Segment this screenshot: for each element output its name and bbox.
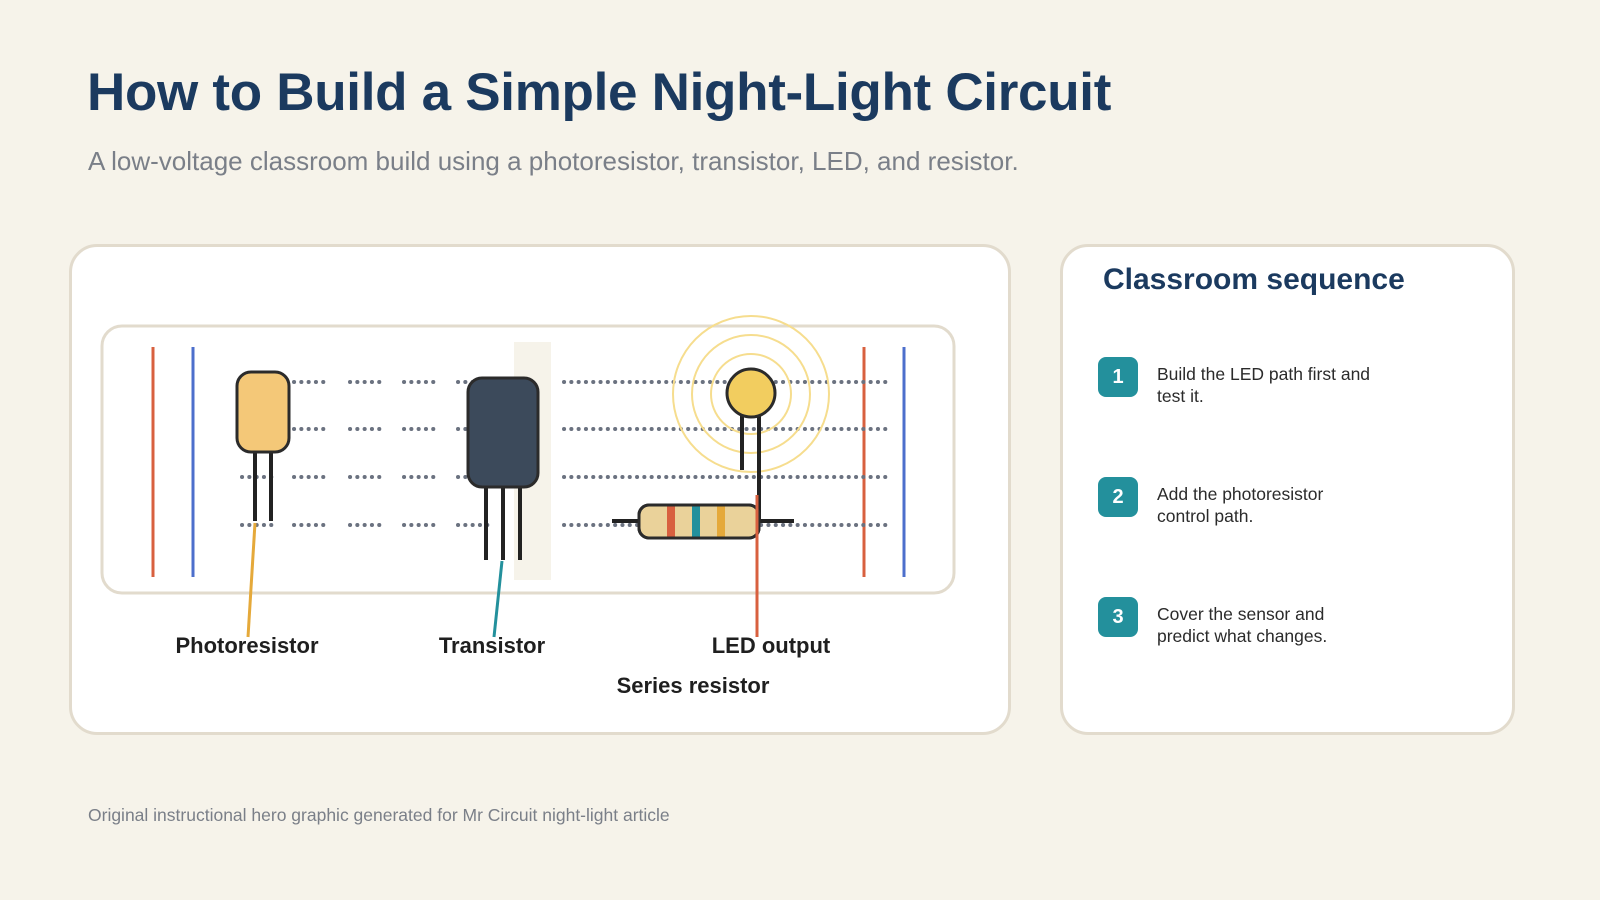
sequence-title: Classroom sequence xyxy=(1103,263,1405,296)
photoresistor-body xyxy=(235,370,291,454)
transistor-label: Transistor xyxy=(439,633,546,658)
resistor-band-2 xyxy=(692,505,700,538)
footer-caption: Original instructional hero graphic gene… xyxy=(88,805,670,825)
series-resistor-label: Series resistor xyxy=(617,673,770,698)
led xyxy=(725,367,777,520)
led-glow xyxy=(672,315,830,473)
transistor-leader-line xyxy=(492,560,504,638)
resistor-band-1 xyxy=(667,505,675,538)
step-number-badge: 1 xyxy=(1098,357,1138,397)
page-subtitle: A low-voltage classroom build using a ph… xyxy=(88,146,1019,176)
photoresistor xyxy=(235,370,291,521)
step-text: Add the photoresistor control path. xyxy=(1157,484,1324,526)
led-bulb xyxy=(725,367,777,419)
transistor xyxy=(466,376,540,560)
page-title: How to Build a Simple Night-Light Circui… xyxy=(87,63,1112,122)
classroom-sequence-card: Classroom sequence 1 Build the LED path … xyxy=(1060,244,1515,735)
step-text: Cover the sensor and predict what change… xyxy=(1157,604,1328,646)
transistor-body xyxy=(466,376,540,489)
photoresistor-label: Photoresistor xyxy=(175,633,318,658)
breadboard-diagram: Photoresistor Transistor LED output Seri… xyxy=(100,315,956,698)
sequence-step-3: 3 Cover the sensor and predict what chan… xyxy=(1098,597,1498,657)
sequence-step-2: 2 Add the photoresistor control path. xyxy=(1098,477,1498,537)
resistor-band-3 xyxy=(717,505,725,538)
series-resistor xyxy=(612,503,794,540)
step-number-badge: 3 xyxy=(1098,597,1138,637)
step-text: Build the LED path first and test it. xyxy=(1157,364,1371,406)
photoresistor-leader-line xyxy=(246,522,257,638)
led-output-label: LED output xyxy=(712,633,831,658)
circuit-diagram-card: Photoresistor Transistor LED output Seri… xyxy=(69,244,1011,735)
sequence-step-1: 1 Build the LED path first and test it. xyxy=(1098,357,1498,417)
step-number-badge: 2 xyxy=(1098,477,1138,517)
